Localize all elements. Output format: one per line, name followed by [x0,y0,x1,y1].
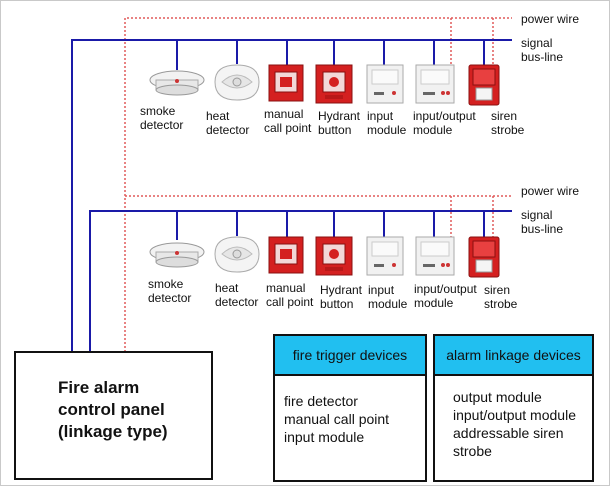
label-hydrant-button-2: Hydrant button [320,283,363,311]
list-item: input/output module [453,407,576,423]
input-module-icon [366,236,404,276]
power-wire-label-1: power wire [521,12,580,26]
label-input-module-2: input module [368,283,408,311]
signal-bus-1 [71,39,512,352]
signal-bus-label-1: signal bus-line [521,36,564,64]
alarm-linkage-devices-list: output module input/output module addres… [453,388,576,460]
alarm-linkage-devices-box: alarm linkage devices output module inpu… [433,334,594,482]
siren-strobe-icon [468,236,500,278]
label-input-output-module-2: input/output module [414,282,477,310]
label-heat-detector-1: heat detector [206,109,250,137]
power-wire-main [124,17,512,352]
label-manual-call-point-2: manual call point [266,281,314,309]
label-input-output-module-1: input/output module [413,109,476,137]
heat-detector-icon [214,64,260,101]
power-wire-label-2: power wire [521,184,580,198]
list-item: fire detector [284,393,358,409]
signal-bus-2 [89,210,512,352]
label-manual-call-point-1: manual call point [264,107,312,135]
manual-call-point-icon [268,64,304,102]
label-input-module-1: input module [367,109,407,137]
control-panel-title: Fire alarm control panel (linkage type) [58,378,168,441]
label-smoke-detector-2: smoke detector [148,277,192,305]
smoke-detector-icon [149,242,205,268]
signal-wire-group [71,39,512,352]
input-module-icon [366,64,404,104]
hydrant-button-icon [315,236,353,276]
fire-trigger-devices-list: fire detector manual call point input mo… [284,392,389,446]
fire-trigger-devices-header: fire trigger devices [275,336,425,376]
input-output-module-icon [415,64,455,104]
fire-trigger-devices-box: fire trigger devices fire detector manua… [273,334,427,482]
control-panel-box: Fire alarm control panel (linkage type) [14,351,213,480]
list-item: output module [453,389,542,405]
label-hydrant-button-1: Hydrant button [318,109,361,137]
power-wire-group [124,17,512,352]
label-smoke-detector-1: smoke detector [140,104,184,132]
list-item: input module [284,429,365,445]
list-item: strobe [453,443,492,459]
hydrant-button-icon [315,64,353,104]
list-item: addressable siren [453,425,564,441]
heat-detector-icon [214,236,260,273]
label-siren-strobe-2: siren strobe [484,283,518,311]
siren-strobe-icon [468,64,500,106]
manual-call-point-icon [268,236,304,274]
smoke-detector-icon [149,70,205,96]
label-heat-detector-2: heat detector [215,281,259,309]
list-item: manual call point [284,411,390,427]
alarm-linkage-devices-header: alarm linkage devices [435,336,592,376]
input-output-module-icon [415,236,455,276]
label-siren-strobe-1: siren strobe [491,109,525,137]
signal-bus-label-2: signal bus-line [521,208,564,236]
